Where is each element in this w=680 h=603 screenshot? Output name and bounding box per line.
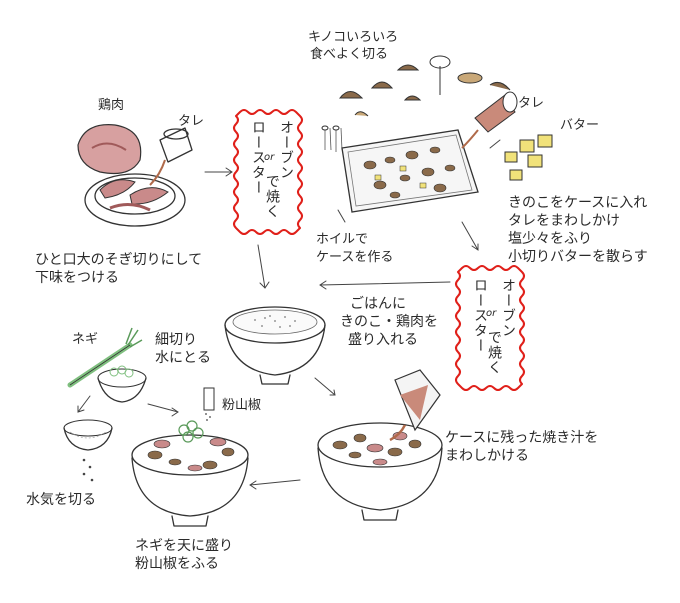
sauce-pitcher-illustration bbox=[149, 127, 193, 186]
final-bowl-illustration bbox=[131, 420, 249, 527]
label-sauce-1: タレ bbox=[178, 114, 205, 129]
roast-box-2-oven: オーブン bbox=[500, 278, 516, 338]
roast-box-2-action: で焼く bbox=[486, 330, 502, 375]
label-foil-line-1: ホイルで bbox=[316, 232, 369, 247]
label-mushroom-line-2: 食べよく切る bbox=[310, 47, 389, 62]
label-mushroom-line-1: キノコいろいろ bbox=[308, 30, 399, 45]
roast-box-2-border bbox=[455, 265, 525, 391]
roast-box-1-action: で焼く bbox=[264, 174, 280, 219]
arrow-finished-to-final bbox=[249, 479, 301, 490]
label-case-step-line-3: 塩少々をふり bbox=[508, 231, 592, 247]
label-rice-line-3: 盛り入れる bbox=[348, 332, 418, 348]
negi-stalk-illustration bbox=[67, 327, 143, 388]
arrow-chicken-to-oven bbox=[204, 167, 233, 177]
label-drain: 水気を切る bbox=[26, 492, 96, 508]
roast-box-1-border bbox=[233, 109, 303, 235]
label-sauce-2: タレ bbox=[518, 96, 545, 111]
arrow-chicken-to-rice bbox=[257, 244, 270, 289]
finished-bowl-illustration bbox=[317, 422, 443, 521]
label-slice-line-1: ひと口大のそぎ切りにして bbox=[35, 252, 203, 268]
label-slice-line-2: 下味をつける bbox=[35, 270, 119, 286]
label-negi-cut-line-1: 細切り bbox=[155, 332, 197, 348]
label-negi: ネギ bbox=[72, 332, 99, 347]
mushrooms-cut-illustration bbox=[321, 55, 511, 152]
label-case-step-line-2: タレをまわしかけ bbox=[508, 213, 620, 229]
roast-box-2-or: or bbox=[486, 308, 497, 319]
roast-box-2-toaster: ロースター bbox=[472, 278, 488, 353]
label-negi-cut-line-2: 水にとる bbox=[155, 350, 211, 366]
roast-box-1-or: or bbox=[264, 152, 275, 163]
sauce-pour-illustration bbox=[461, 91, 518, 149]
chicken-raw-illustration bbox=[77, 124, 142, 175]
label-rice-line-1: ごはんに bbox=[350, 296, 406, 312]
arrow-negi-to-strainer bbox=[77, 395, 91, 413]
chicken-plate-illustration bbox=[84, 173, 186, 227]
roast-box-1-toaster: ロースター bbox=[250, 120, 266, 195]
label-chicken: 鶏肉 bbox=[98, 98, 125, 113]
foil-tray-illustration bbox=[341, 129, 479, 213]
label-juice-line-1: ケースに残った焼き汁を bbox=[445, 430, 599, 446]
arrow-tray-to-rice bbox=[319, 280, 451, 290]
label-juice-line-2: まわしかける bbox=[445, 448, 529, 464]
arrow-rice-to-finished bbox=[314, 377, 336, 396]
strainer-illustration bbox=[63, 419, 113, 482]
label-finish-line-2: 粉山椒をふる bbox=[135, 556, 219, 572]
label-case-step-line-1: きのこをケースに入れ bbox=[508, 195, 648, 211]
roast-box-1-oven: オーブン bbox=[278, 120, 294, 180]
butter-pieces-illustration bbox=[489, 134, 553, 181]
arrow-negi-to-final bbox=[147, 403, 179, 417]
label-rice-line-2: きのこ・鶏肉を bbox=[340, 314, 438, 330]
label-foil-line-2: ケースを作る bbox=[316, 250, 394, 265]
label-case-step-line-4: 小切りバターを散らす bbox=[508, 249, 648, 265]
label-finish-line-1: ネギを天に盛り bbox=[135, 538, 233, 554]
sansho-shaker-illustration bbox=[203, 387, 215, 421]
label-sansho: 粉山椒 bbox=[222, 398, 262, 413]
pointer-foil bbox=[337, 209, 346, 223]
arrow-tray-to-oven2 bbox=[461, 221, 479, 251]
foil-case-pour-illustration bbox=[389, 369, 441, 442]
negi-water-bowl-illustration bbox=[97, 365, 147, 403]
label-butter: バター bbox=[560, 118, 600, 133]
rice-bowl-illustration bbox=[224, 306, 326, 385]
